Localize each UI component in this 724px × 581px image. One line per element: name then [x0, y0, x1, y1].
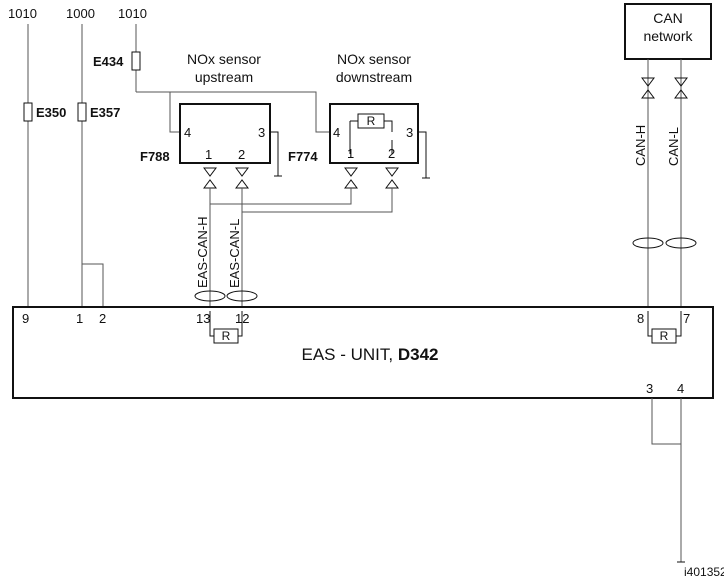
wire-label-1000: 1000	[66, 6, 95, 21]
eas-unit-pin9: 9	[22, 311, 29, 326]
eas-unit-pin2: 2	[99, 311, 106, 326]
sensor-downstream-title-2: downstream	[336, 69, 412, 85]
eas-unit-pin7: 7	[683, 311, 690, 326]
fuse-e357-label: E357	[90, 105, 120, 120]
wire-feed-upstream	[169, 92, 180, 133]
sensor-downstream-resistor	[357, 113, 385, 129]
sensor-downstream-title-1: NOx sensor	[337, 51, 411, 67]
sensor-downstream-pin4: 4	[333, 125, 340, 140]
sensor-upstream-pin3: 3	[258, 125, 265, 140]
sensor-upstream-pin4: 4	[184, 125, 191, 140]
sensor-upstream-pin1: 1	[205, 147, 212, 162]
eas-unit-name: EAS - UNIT,	[302, 345, 398, 364]
eas-unit-ground-wire	[651, 398, 681, 445]
eas-can-l-label: EAS-CAN-L	[227, 219, 242, 288]
fuse-e350	[23, 102, 33, 122]
eas-can-h-branch	[210, 188, 352, 205]
sensor-downstream-ref: F774	[288, 149, 318, 164]
eas-unit-internal-left	[209, 311, 243, 337]
can-network-line2: network	[643, 28, 693, 44]
eas-unit-resistor-left	[213, 328, 239, 344]
eas-unit-title: EAS - UNIT, D342	[302, 345, 439, 364]
wire-label-1010-left: 1010	[8, 6, 37, 21]
sensor-upstream-box	[179, 103, 271, 164]
eas-unit-pin8: 8	[637, 311, 644, 326]
sensor-upstream-title-1: NOx sensor	[187, 51, 261, 67]
eas-unit-resistor-left-label: R	[222, 329, 231, 343]
eas-unit-box	[12, 306, 714, 399]
eas-unit-resistor-right-label: R	[660, 329, 669, 343]
figure-id: i401352	[684, 565, 724, 579]
eas-unit-ref: D342	[398, 345, 439, 364]
sensor-downstream-box	[329, 103, 419, 164]
sensor-upstream-pin2: 2	[238, 147, 245, 162]
sensor-downstream-pin2: 2	[388, 146, 395, 161]
can-network-line1: CAN	[653, 10, 683, 26]
sensor-upstream-ref: F788	[140, 149, 170, 164]
fuse-e434-label: E434	[93, 54, 124, 69]
can-twist	[632, 237, 697, 249]
eas-can-l-branch	[242, 188, 393, 213]
fuse-e357	[77, 102, 87, 122]
eas-unit-pin4: 4	[677, 381, 684, 396]
can-h-label: CAN-H	[633, 125, 648, 166]
sensor-downstream-ground	[418, 131, 430, 179]
sensor-downstream-resistor-label: R	[367, 114, 376, 128]
sensor-upstream-title-2: upstream	[195, 69, 253, 85]
eas-unit-pin13: 13	[196, 311, 210, 326]
fuse-e434	[131, 51, 141, 71]
sensor-downstream-connectors	[344, 167, 399, 189]
can-network-connectors	[641, 77, 688, 99]
sensor-downstream-pin1: 1	[347, 146, 354, 161]
wire-label-1010-right: 1010	[118, 6, 147, 21]
eas-unit-resistor-right	[651, 328, 677, 344]
sensor-downstream-internal	[349, 120, 393, 154]
sensor-downstream-pin3: 3	[406, 125, 413, 140]
wire-2-jumper	[82, 263, 104, 307]
eas-unit-pin3: 3	[646, 381, 653, 396]
can-l-label: CAN-L	[666, 127, 681, 166]
eas-unit-pin1: 1	[76, 311, 83, 326]
wire-feed-sensors	[136, 91, 330, 133]
eas-can-twist	[194, 290, 258, 302]
fuse-e350-label: E350	[36, 105, 66, 120]
can-network-box	[624, 3, 712, 60]
eas-unit-internal-right	[647, 311, 682, 337]
sensor-upstream-ground	[270, 131, 282, 177]
eas-can-h-label: EAS-CAN-H	[195, 216, 210, 288]
sensor-upstream-connectors	[203, 167, 249, 189]
